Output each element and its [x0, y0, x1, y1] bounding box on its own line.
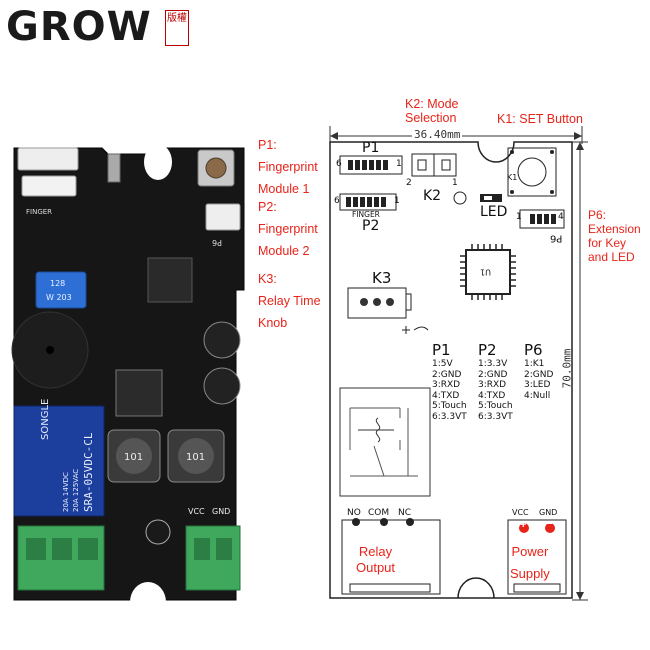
callout-k1: K1: SET Button	[497, 112, 583, 126]
relay-text-1: SONGLE	[40, 399, 51, 440]
vcc-terminal-dot	[519, 523, 529, 533]
p6-diagram-label: P6	[550, 232, 563, 244]
nc-terminal-dot	[406, 518, 414, 526]
silk-vcc: VCC	[188, 507, 205, 516]
p6-pin-last: 4	[558, 212, 564, 222]
k1-button	[507, 147, 557, 197]
k2-pin-2: 2	[406, 178, 412, 188]
pot-text-2: W 203	[46, 293, 72, 302]
terminal-gnd: GND	[539, 508, 558, 517]
k3-pot	[347, 287, 407, 319]
silk-finger: FINGER	[26, 208, 52, 216]
capacitor-1	[203, 321, 241, 359]
terminal-no: NO	[347, 508, 361, 518]
terminal-nc: NC	[398, 508, 412, 518]
p1-pin-last: 1	[396, 159, 402, 169]
finger-label: FINGER	[352, 210, 380, 219]
k2-hole	[453, 191, 467, 205]
terminal-vcc: VCC	[512, 508, 529, 517]
p6-pin-first: 1	[516, 212, 522, 222]
relay-text-2: SRA-05VDC-CL	[82, 432, 95, 512]
regulator	[115, 369, 163, 417]
k3-label: K3	[372, 269, 392, 287]
inductor-text-1: 101	[124, 452, 143, 463]
width-dimension: 36.40mm	[412, 128, 463, 141]
silk-p6: P6	[212, 238, 222, 247]
k3-arrow	[402, 326, 429, 334]
relay-symbol	[339, 387, 431, 497]
capacitor-2	[203, 367, 241, 405]
board-bottom-notch	[130, 582, 166, 610]
p2-header-label: P2	[362, 218, 380, 234]
buzzer-hole	[46, 346, 54, 354]
potentiometer	[35, 271, 87, 309]
silk-gnd: GND	[212, 507, 230, 516]
p1-header	[339, 155, 403, 175]
inductor-text-2: 101	[186, 452, 205, 463]
led-label: LED	[480, 204, 508, 220]
chip-label: U1	[480, 267, 491, 277]
relay-text-4: 20A 125VAC	[72, 469, 80, 512]
no-terminal-dot	[352, 518, 360, 526]
chip-u1	[460, 244, 516, 300]
p2-pin-last: 1	[394, 196, 400, 206]
board-outline	[329, 141, 573, 599]
relay	[13, 405, 105, 517]
relay-terminal-outline	[341, 519, 441, 595]
k2-label: K2	[423, 188, 442, 204]
com-terminal-dot	[380, 518, 388, 526]
set-button-cap	[205, 157, 227, 179]
connector-p6	[205, 203, 241, 231]
p1-pin-first: 6	[336, 159, 342, 169]
board-diagram	[329, 141, 573, 599]
pot-text-1: 128	[50, 279, 65, 288]
capacitor-3	[145, 519, 171, 545]
gnd-terminal-dot	[545, 523, 555, 533]
relay-text-3: 20A 14VDC	[62, 472, 70, 512]
connector-p1	[17, 147, 79, 171]
board-photo: FINGER P6 128 W 203 SONGLE SRA-05VDC-CL …	[11, 144, 245, 610]
p6-header	[519, 209, 565, 229]
p2-header	[339, 193, 397, 211]
p1-header-label: P1	[362, 140, 380, 156]
board-notch	[144, 144, 172, 180]
mode-switch	[107, 153, 121, 183]
terminal-com: COM	[368, 508, 390, 518]
power-minus: −	[546, 518, 553, 530]
bottom-notch	[457, 577, 495, 599]
power-plus: +	[520, 519, 527, 531]
k2-pin-1: 1	[452, 178, 458, 188]
grow-logo: GROW	[6, 4, 152, 50]
mcu-chip	[147, 257, 193, 303]
p2-pin-first: 6	[334, 196, 340, 206]
copyright-seal: 版權	[165, 10, 189, 46]
k1-label: K1	[507, 173, 518, 182]
connector-p2	[21, 175, 77, 197]
power-terminal-outline	[507, 519, 567, 595]
